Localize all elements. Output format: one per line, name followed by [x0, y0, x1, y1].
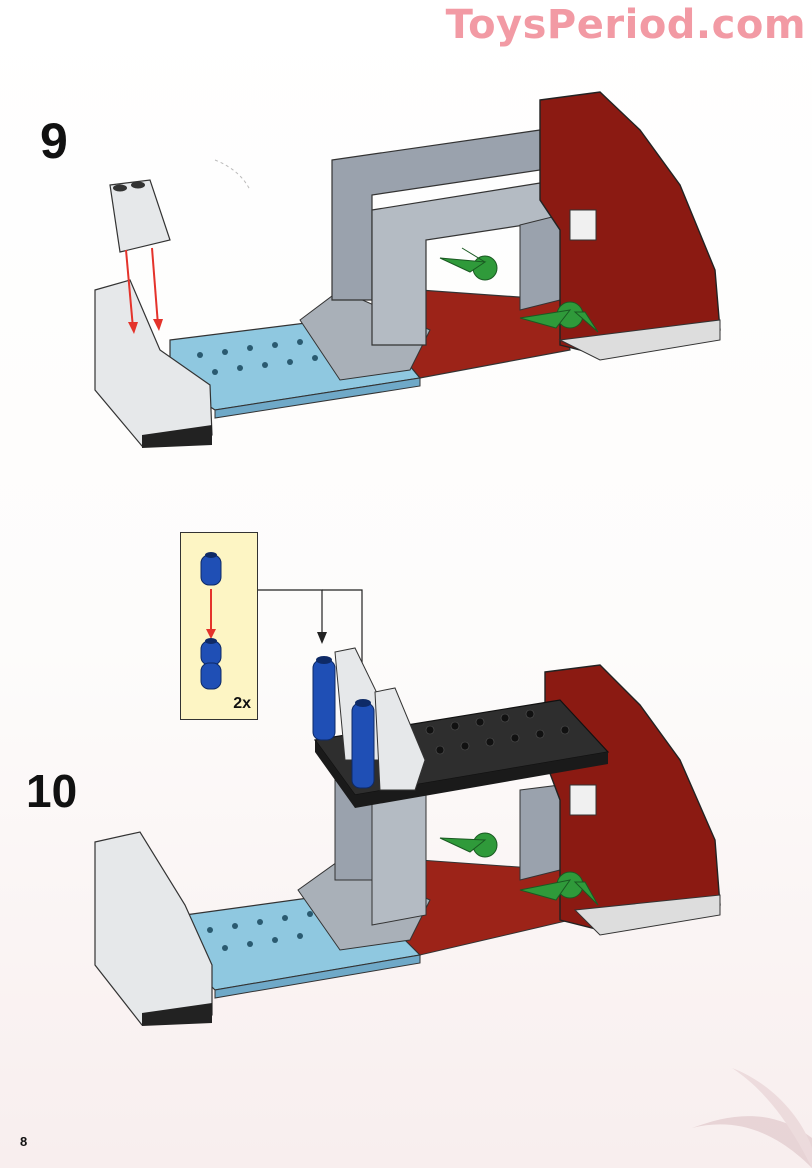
plant-left [439, 247, 498, 281]
page-number: 8 [20, 1134, 28, 1149]
step-number-9: 9 [40, 113, 68, 169]
gray-ramp [297, 859, 431, 951]
stacked-blue-round-brick-icon [200, 638, 222, 690]
white-slope-brick [109, 179, 171, 253]
gray-arch-front [371, 789, 427, 926]
callout-connector [258, 589, 323, 640]
assembly-arrow [151, 247, 159, 326]
blue-round-brick-stack [312, 656, 336, 741]
white-wall [94, 831, 213, 1026]
assembly-arrow [125, 249, 134, 329]
blue-round-brick-stack [351, 699, 375, 789]
palm-leaf-decoration [692, 1068, 812, 1168]
plant-left [439, 832, 498, 858]
white-slope-brick [374, 687, 426, 791]
callout-connector [322, 589, 363, 690]
step-number-10: 10 [26, 765, 78, 817]
plant-right [519, 871, 599, 906]
blue-round-brick-icon [200, 552, 222, 586]
step-9-illustration [94, 91, 721, 448]
parts-callout: 2x [180, 532, 258, 720]
site-watermark: ToysPeriod.com [445, 2, 806, 48]
quantity-label: 2x [233, 695, 251, 712]
white-wall [94, 279, 213, 447]
plant-right [519, 301, 599, 333]
